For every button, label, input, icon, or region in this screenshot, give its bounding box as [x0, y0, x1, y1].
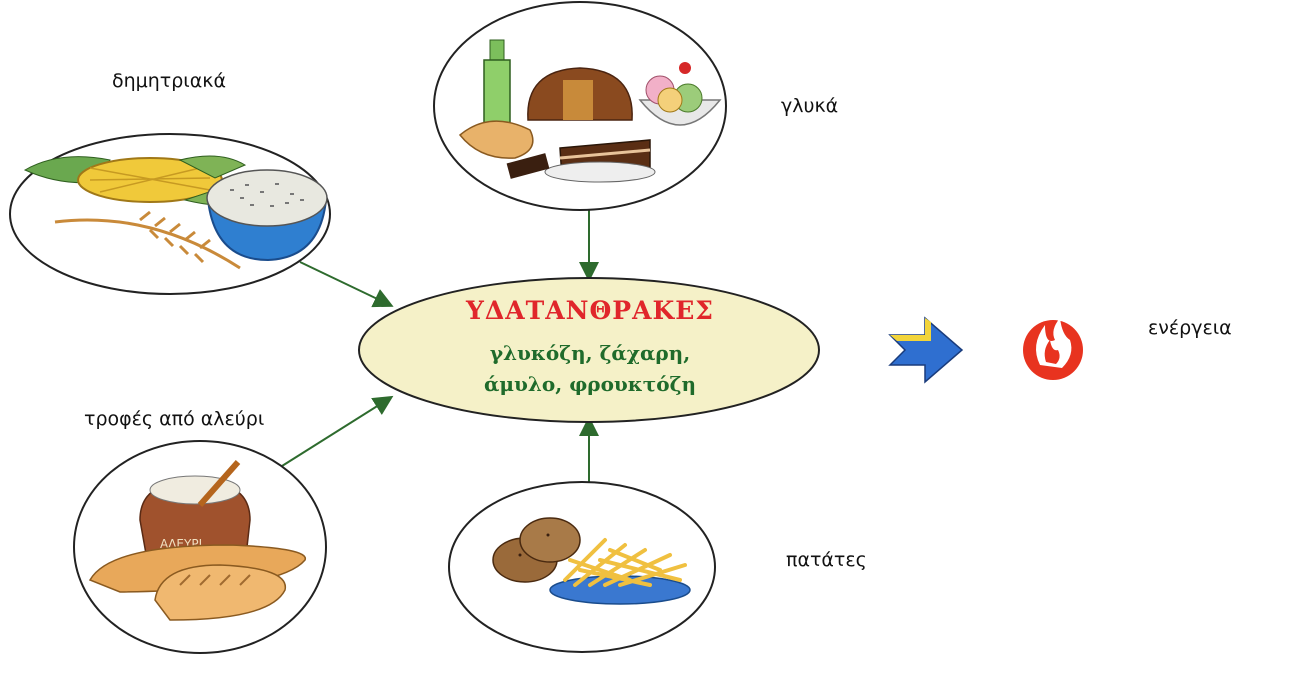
flame-icon: [1023, 318, 1083, 380]
center-ellipse: [358, 277, 820, 423]
fries-icon: [549, 538, 691, 605]
center-title: ΥΔΑΤΑΝΘΡΑΚΕΣ: [466, 296, 714, 325]
label-potatoes: πατάτες: [786, 549, 867, 571]
croissant-icon: [458, 120, 534, 159]
ice-cream-icon: [638, 62, 722, 126]
bread-icon: [88, 544, 306, 621]
wheat-icon: [54, 210, 241, 270]
cake-icon: [527, 67, 656, 183]
label-energy: ενέργεια: [1148, 317, 1232, 339]
soda-bottle-icon: [483, 39, 511, 131]
label-cereals: δημητριακά: [112, 70, 226, 92]
sweets-illustration: [433, 1, 727, 211]
potatoes-illustration: [448, 481, 716, 653]
rice-bowl-icon: [206, 169, 328, 262]
arrow-flour-to-center: [281, 395, 394, 467]
chocolate-bar-icon: [506, 153, 550, 179]
flour-foods-illustration: ΑΛΕΥΡΙ: [73, 440, 327, 654]
arrow-cereals-to-center: [299, 261, 394, 308]
center-line-2: άμυλο, φρουκτόζη: [484, 372, 696, 396]
label-sweets: γλυκά: [781, 95, 839, 117]
cereals-illustration: [9, 133, 331, 295]
arrow-right-icon: [888, 316, 964, 384]
center-line-1: γλυκόζη, ζάχαρη,: [489, 341, 691, 365]
potato-icon: [492, 517, 581, 583]
label-flour-foods: τροφές από αλεύρι: [84, 408, 265, 430]
